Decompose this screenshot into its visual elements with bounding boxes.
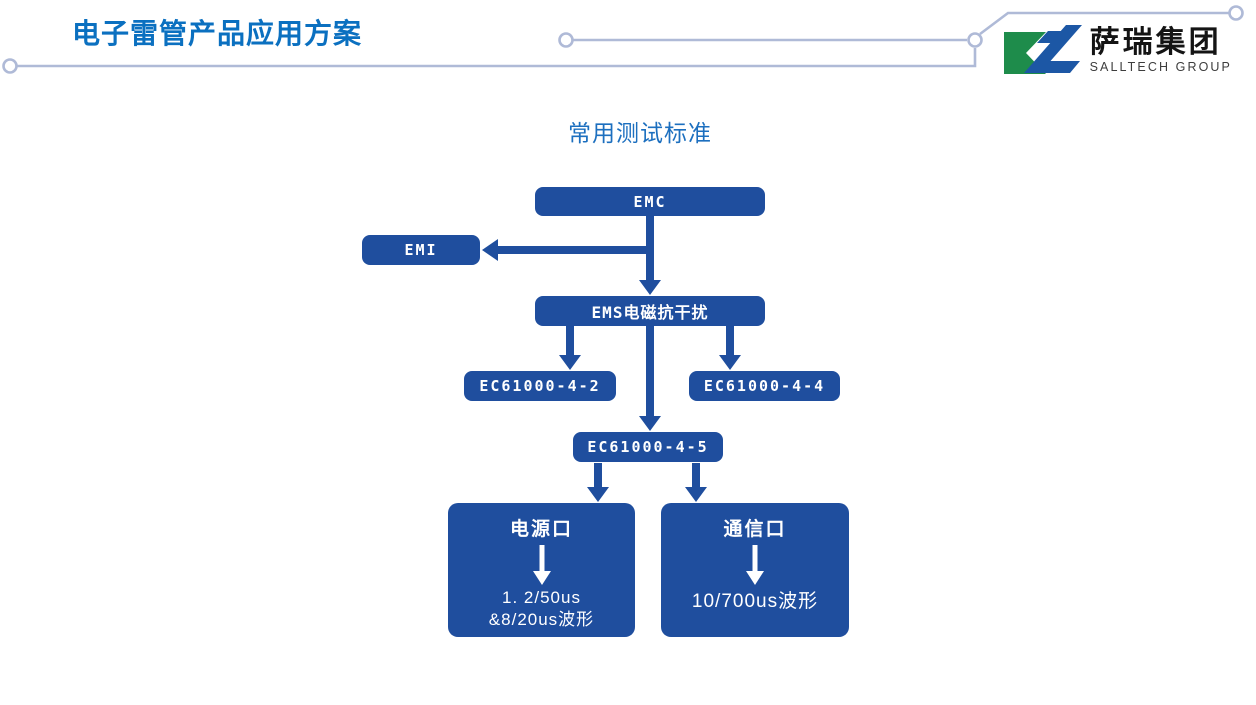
deco-line-diagonal xyxy=(979,11,1229,36)
node-ec61000-4-4: EC61000-4-4 xyxy=(689,371,840,401)
node-comm-port: 通信口 10/700us波形 xyxy=(661,503,849,637)
node-ec61000-4-2: EC61000-4-2 xyxy=(464,371,616,401)
down-arrow-icon xyxy=(746,545,764,585)
logo-name-cn: 萨瑞集团 xyxy=(1089,26,1222,59)
node-emc: EMC xyxy=(535,187,765,216)
diagram-title: 常用测试标准 xyxy=(568,120,712,146)
node-ec61000-4-5: EC61000-4-5 xyxy=(573,432,723,462)
logo-blue-z-bottom xyxy=(1025,61,1080,73)
node-emi: EMI xyxy=(362,235,480,265)
comm-port-waveform: 10/700us波形 xyxy=(692,587,818,613)
deco-node-circle xyxy=(1228,5,1244,21)
deco-node-circle xyxy=(2,58,18,74)
arrowhead-ems-to-ec45 xyxy=(639,416,661,431)
node-ems: EMS电磁抗干扰 xyxy=(535,296,765,326)
arrowhead-ec45-to-power xyxy=(587,487,609,502)
logo-blue-z-top xyxy=(1036,31,1070,43)
power-port-title: 电源口 xyxy=(509,519,573,540)
logo-text: 萨瑞集团 SALLTECH GROUP xyxy=(1089,25,1232,75)
waveform-line: &8/20us波形 xyxy=(488,610,595,629)
comm-port-title: 通信口 xyxy=(723,519,787,540)
deco-node-circle xyxy=(967,32,983,48)
waveform-line: 1. 2/50us xyxy=(502,588,581,607)
arrowhead-to-emi xyxy=(482,239,498,261)
power-port-waveform: 1. 2/50us &8/20us波形 xyxy=(489,587,594,631)
company-logo: 萨瑞集团 SALLTECH GROUP xyxy=(1003,25,1232,81)
arrowhead-ec45-to-comm xyxy=(685,487,707,502)
logo-mark-icon xyxy=(1003,25,1082,74)
node-power-port: 电源口 1. 2/50us &8/20us波形 xyxy=(448,503,635,637)
arrowhead-ems-to-ec42 xyxy=(559,355,581,370)
logo-name-en: SALLTECH GROUP xyxy=(1089,60,1232,74)
decorative-circuit-lines xyxy=(2,5,1244,74)
waveform-line: 10/700us波形 xyxy=(691,591,819,612)
arrowhead-emc-to-ems xyxy=(639,280,661,295)
page-title: 电子雷管产品应用方案 xyxy=(72,18,363,49)
arrowhead-ems-to-ec44 xyxy=(719,355,741,370)
deco-node-circle xyxy=(558,32,574,48)
deco-line-bottom xyxy=(17,48,977,68)
down-arrow-icon xyxy=(532,545,551,585)
